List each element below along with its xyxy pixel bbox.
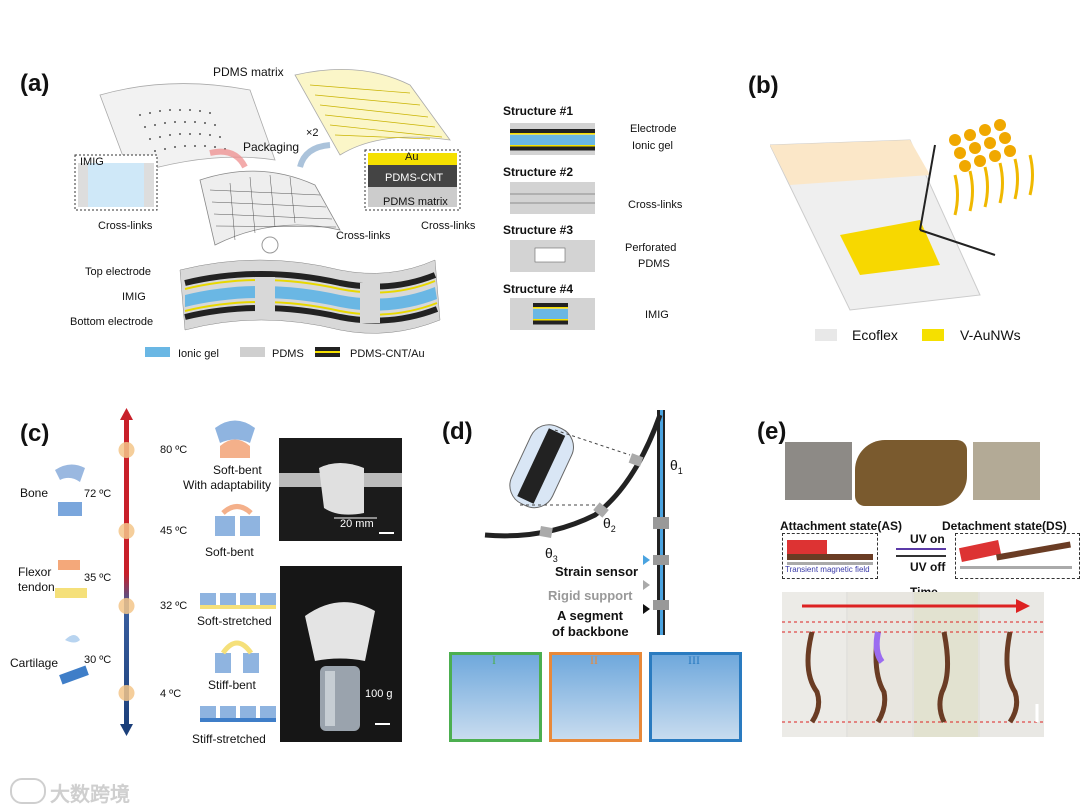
- bottom-electrode-label: Bottom electrode: [70, 316, 154, 328]
- photo-hand-weight: 100 g: [280, 566, 402, 742]
- tissue-cartilage: Cartilage: [10, 656, 59, 670]
- panel-b-label: (b): [748, 72, 779, 99]
- photo-e-sequence: [782, 592, 1044, 737]
- top-electrode-label: Top electrode: [85, 266, 152, 278]
- cross-links-mid-label: Cross-links: [336, 230, 391, 242]
- photo-d-II: II: [549, 652, 642, 742]
- legend-vaunws-label: V-AuNWs: [960, 327, 1021, 343]
- photo-gecko-body: [855, 440, 967, 506]
- tissue-flexor: Flexor: [18, 565, 52, 579]
- photo-gecko-foot-1: [785, 442, 852, 500]
- legend-pdms-cnt-au: PDMS-CNT/Au: [350, 348, 425, 360]
- state-icons: [200, 420, 276, 722]
- theta-2: θ2: [603, 515, 616, 534]
- uv-off-arrow: [896, 555, 946, 557]
- panel-a-illustration: [74, 68, 461, 357]
- structure-4-title: Structure #4: [503, 282, 574, 296]
- detachment-state-box: [955, 533, 1080, 579]
- structure-3-perforated: Perforated: [625, 242, 677, 254]
- pdms-matrix-inset-label: PDMS matrix: [383, 196, 448, 208]
- times2-label: ×2: [306, 127, 319, 139]
- panel-e-label: (e): [757, 418, 787, 445]
- panel-c-label: (c): [20, 420, 50, 447]
- tissue-bone: Bone: [20, 486, 49, 500]
- packaging-label: Packaging: [243, 140, 300, 154]
- tissue-tendon: tendon: [18, 580, 55, 594]
- legend-ecoflex-label: Ecoflex: [852, 327, 898, 343]
- segment-label: A segment: [557, 608, 623, 623]
- pdms-matrix-label: PDMS matrix: [213, 65, 284, 79]
- temp-4: 4 ºC: [160, 688, 182, 700]
- state-stiff-bent: Stiff-bent: [208, 678, 256, 692]
- pdms-cnt-inset-label: PDMS-CNT: [385, 172, 444, 184]
- temp-30: 30 ºC: [84, 654, 112, 666]
- legend-ionic-gel: Ionic gel: [178, 348, 219, 360]
- state-with-adaptability: With adaptability: [183, 478, 272, 492]
- cross-links-right-label: Cross-links: [421, 220, 476, 232]
- panel-a-label: (a): [20, 70, 50, 97]
- thermometer-bar: [118, 408, 135, 736]
- structure-2-cross-links: Cross-links: [628, 199, 683, 211]
- structure-3-pdms: PDMS: [638, 258, 670, 270]
- temp-32: 32 ºC: [160, 600, 188, 612]
- temp-72: 72 ºC: [84, 488, 112, 500]
- theta-1: θ1: [670, 457, 683, 476]
- structure-1-title: Structure #1: [503, 104, 574, 118]
- au-inset-label: Au: [405, 151, 419, 163]
- uv-on-arrow: [896, 548, 946, 550]
- uv-on-label: UV on: [910, 532, 945, 546]
- watermark-text: 大数跨境: [50, 784, 130, 806]
- legend-ecoflex-swatch: [815, 329, 837, 341]
- structure-4-imig: IMIG: [645, 309, 669, 321]
- weight-100g: 100 g: [365, 688, 393, 700]
- attachment-state-label: Attachment state(AS): [780, 519, 903, 533]
- of-backbone-label: of backbone: [552, 624, 629, 639]
- uv-off-label: UV off: [910, 560, 946, 574]
- panel-d-label: (d): [442, 418, 473, 445]
- legend-pdms: PDMS: [272, 348, 304, 360]
- temp-45: 45 ºC: [160, 525, 188, 537]
- temp-35: 35 ºC: [84, 572, 112, 584]
- scale-20mm: 20 mm: [340, 518, 374, 530]
- structure-1-electrode: Electrode: [630, 123, 677, 135]
- structure-2-title: Structure #2: [503, 165, 574, 179]
- detachment-state-label: Detachment state(DS): [942, 519, 1067, 533]
- state-soft-stretched: Soft-stretched: [197, 614, 272, 628]
- state-soft-bent-adapt: Soft-bent: [213, 463, 262, 477]
- structure-1-ionic-gel: Ionic gel: [632, 140, 673, 152]
- photo-d-I: I: [449, 652, 542, 742]
- panel-b-illustration: [770, 119, 1034, 311]
- structure-3-title: Structure #3: [503, 223, 574, 237]
- theta-3: θ3: [545, 545, 558, 564]
- cross-links-left-label: Cross-links: [98, 220, 153, 232]
- photo-d-III: III: [649, 652, 742, 742]
- imig-inset-label: IMIG: [80, 156, 104, 168]
- panel-d-illustration: [484, 410, 669, 635]
- state-stiff-stretched: Stiff-stretched: [192, 732, 266, 746]
- structures-diagram: [510, 123, 595, 330]
- temp-80: 80 ºC: [160, 444, 188, 456]
- imig-side-label: IMIG: [122, 291, 146, 303]
- photo-gecko-foot-2: [973, 442, 1040, 500]
- photo-hand-rod: 20 mm: [279, 438, 402, 541]
- watermark-logo: [10, 778, 46, 804]
- attachment-state-box: Transient magnetic field: [782, 533, 878, 579]
- legend-vaunws-swatch: [922, 329, 944, 341]
- rigid-support-label: Rigid support: [548, 588, 633, 603]
- state-soft-bent: Soft-bent: [205, 545, 254, 559]
- tissue-icons: [55, 464, 89, 685]
- strain-sensor-label: Strain sensor: [555, 564, 639, 579]
